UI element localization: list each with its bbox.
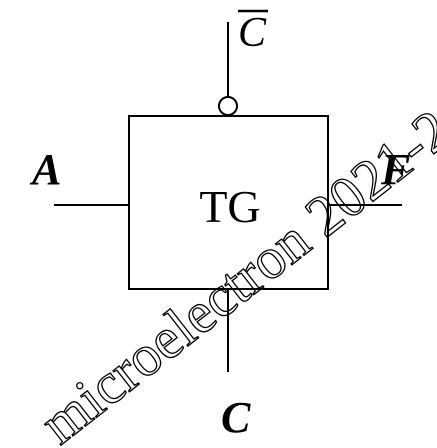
input-label-a: A: [29, 145, 61, 194]
transmission-gate-box: [128, 115, 329, 290]
control-bottom-label: C: [221, 393, 251, 442]
output-label-f: F: [380, 145, 410, 194]
gate-label: TG: [199, 181, 260, 232]
control-top-label: C: [238, 10, 267, 56]
inversion-bubble: [218, 96, 238, 116]
